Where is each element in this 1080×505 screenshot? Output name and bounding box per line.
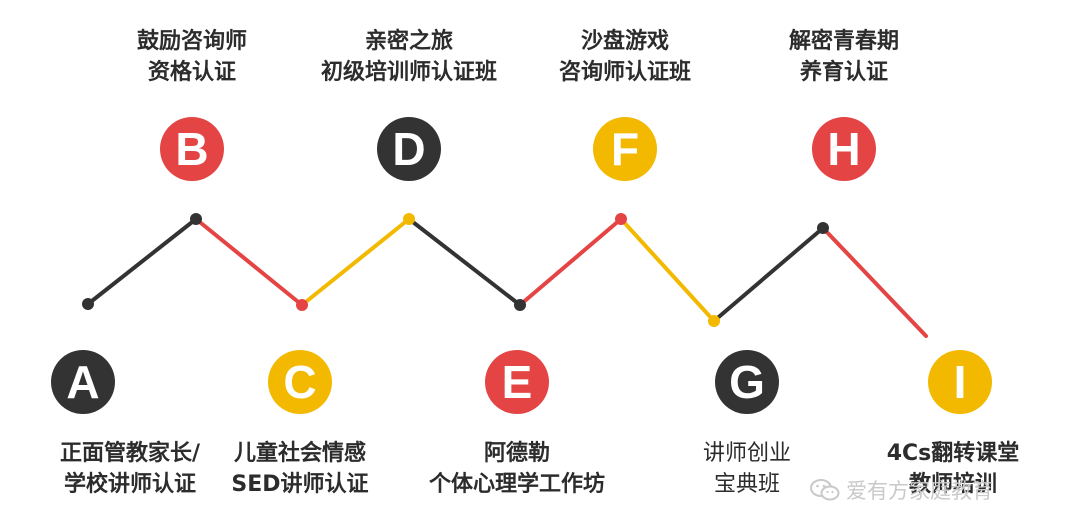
label-line: 解密青春期	[788, 29, 899, 54]
step-letter: C	[283, 356, 317, 408]
vertex-dot	[190, 213, 202, 225]
label-line: 初级培训师认证班	[320, 60, 497, 85]
wechat-icon	[810, 478, 840, 500]
label-line: 正面管教家长/	[59, 441, 201, 466]
path-segment	[86, 217, 198, 306]
watermark: 爱有方家庭教育	[810, 476, 993, 503]
vertex-dot	[403, 213, 415, 225]
label-line: 讲师创业	[702, 441, 791, 466]
label-line: 养育认证	[799, 60, 888, 85]
step-c-label: 儿童社会情感 SED讲师认证	[170, 438, 430, 500]
step-letter: A	[66, 356, 100, 408]
step-e-badge: E	[485, 350, 549, 414]
path-segment	[712, 226, 825, 323]
step-letter: E	[501, 356, 533, 408]
step-g-label: 讲师创业宝典班	[617, 438, 877, 500]
label-line: 个体心理学工作坊	[428, 472, 605, 497]
step-letter: H	[827, 123, 861, 175]
step-e-label: 阿德勒个体心理学工作坊	[387, 438, 647, 500]
step-letter: F	[610, 123, 640, 175]
label-line: 沙盘游戏	[580, 29, 669, 54]
step-letter: G	[729, 356, 765, 408]
vertex-dot	[514, 299, 526, 311]
step-h-badge: H	[812, 117, 876, 181]
vertex-dot	[82, 298, 94, 310]
vertex-dot	[296, 299, 308, 311]
label-line: 学校讲师认证	[63, 472, 196, 497]
path-segment	[619, 217, 716, 323]
vertex-dot	[615, 213, 627, 225]
vertex-dot	[817, 222, 829, 234]
label-line: 资格认证	[147, 60, 236, 85]
step-b-label: 鼓励咨询师资格认证	[62, 26, 322, 88]
label-line: 儿童社会情感	[233, 441, 366, 466]
step-letter: B	[175, 123, 209, 175]
label-line: 阿德勒	[483, 441, 550, 466]
label-line: 咨询师认证班	[558, 60, 691, 85]
path-segment	[518, 217, 623, 307]
step-i-label: 4Cs翻转课堂教师培训	[823, 438, 1080, 500]
label-line: SED讲师认证	[231, 472, 369, 497]
step-a-badge: A	[51, 350, 115, 414]
label-line: 4Cs翻转课堂	[886, 441, 1020, 466]
step-h-label: 解密青春期养育认证	[714, 26, 974, 88]
path-segment	[300, 217, 411, 307]
watermark-text: 爱有方家庭教育	[846, 478, 993, 503]
step-c-badge: C	[268, 350, 332, 414]
label-line: 鼓励咨询师	[136, 29, 247, 54]
label-line: 教师培训	[908, 472, 997, 497]
step-b-badge: B	[160, 117, 224, 181]
step-f-badge: F	[593, 117, 657, 181]
step-letter: I	[953, 356, 967, 408]
step-d-label: 亲密之旅初级培训师认证班	[279, 26, 539, 88]
vertex-dot	[708, 315, 720, 327]
step-i-badge: I	[928, 350, 992, 414]
step-f-label: 沙盘游戏咨询师认证班	[495, 26, 755, 88]
step-g-badge: G	[715, 350, 779, 414]
path-segment	[407, 217, 522, 307]
path-segment	[821, 226, 928, 338]
step-letter: D	[392, 123, 426, 175]
step-d-badge: D	[377, 117, 441, 181]
step-a-label: 正面管教家长/学校讲师认证	[0, 438, 260, 500]
label-line: 宝典班	[713, 472, 780, 497]
label-line: 亲密之旅	[364, 29, 453, 54]
path-segment	[194, 217, 304, 307]
